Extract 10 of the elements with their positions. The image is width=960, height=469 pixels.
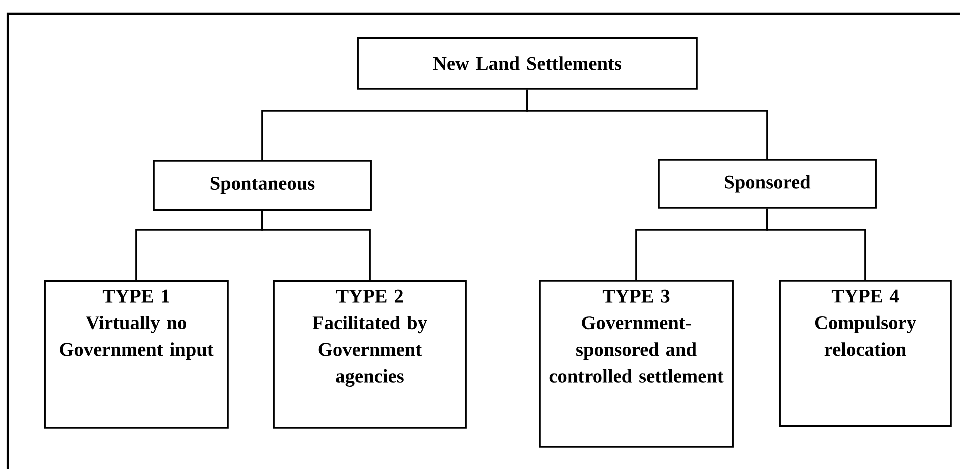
category-box: TYPE 4 Compulsory relocation bbox=[779, 280, 952, 427]
heading-box: Spontaneous bbox=[153, 160, 372, 211]
category-box: TYPE 1 Virtually no Government input bbox=[44, 280, 229, 429]
category-box: TYPE 3 Government-sponsored and controlled settlement bbox=[539, 280, 734, 448]
connector bbox=[766, 208, 866, 280]
category-box: TYPE 2 Facilitated by Government agencies bbox=[273, 280, 467, 429]
heading-box: New Land Settlements bbox=[357, 37, 698, 90]
connector bbox=[526, 90, 768, 160]
heading-box: Sponsored bbox=[658, 159, 877, 209]
connector bbox=[262, 210, 371, 280]
